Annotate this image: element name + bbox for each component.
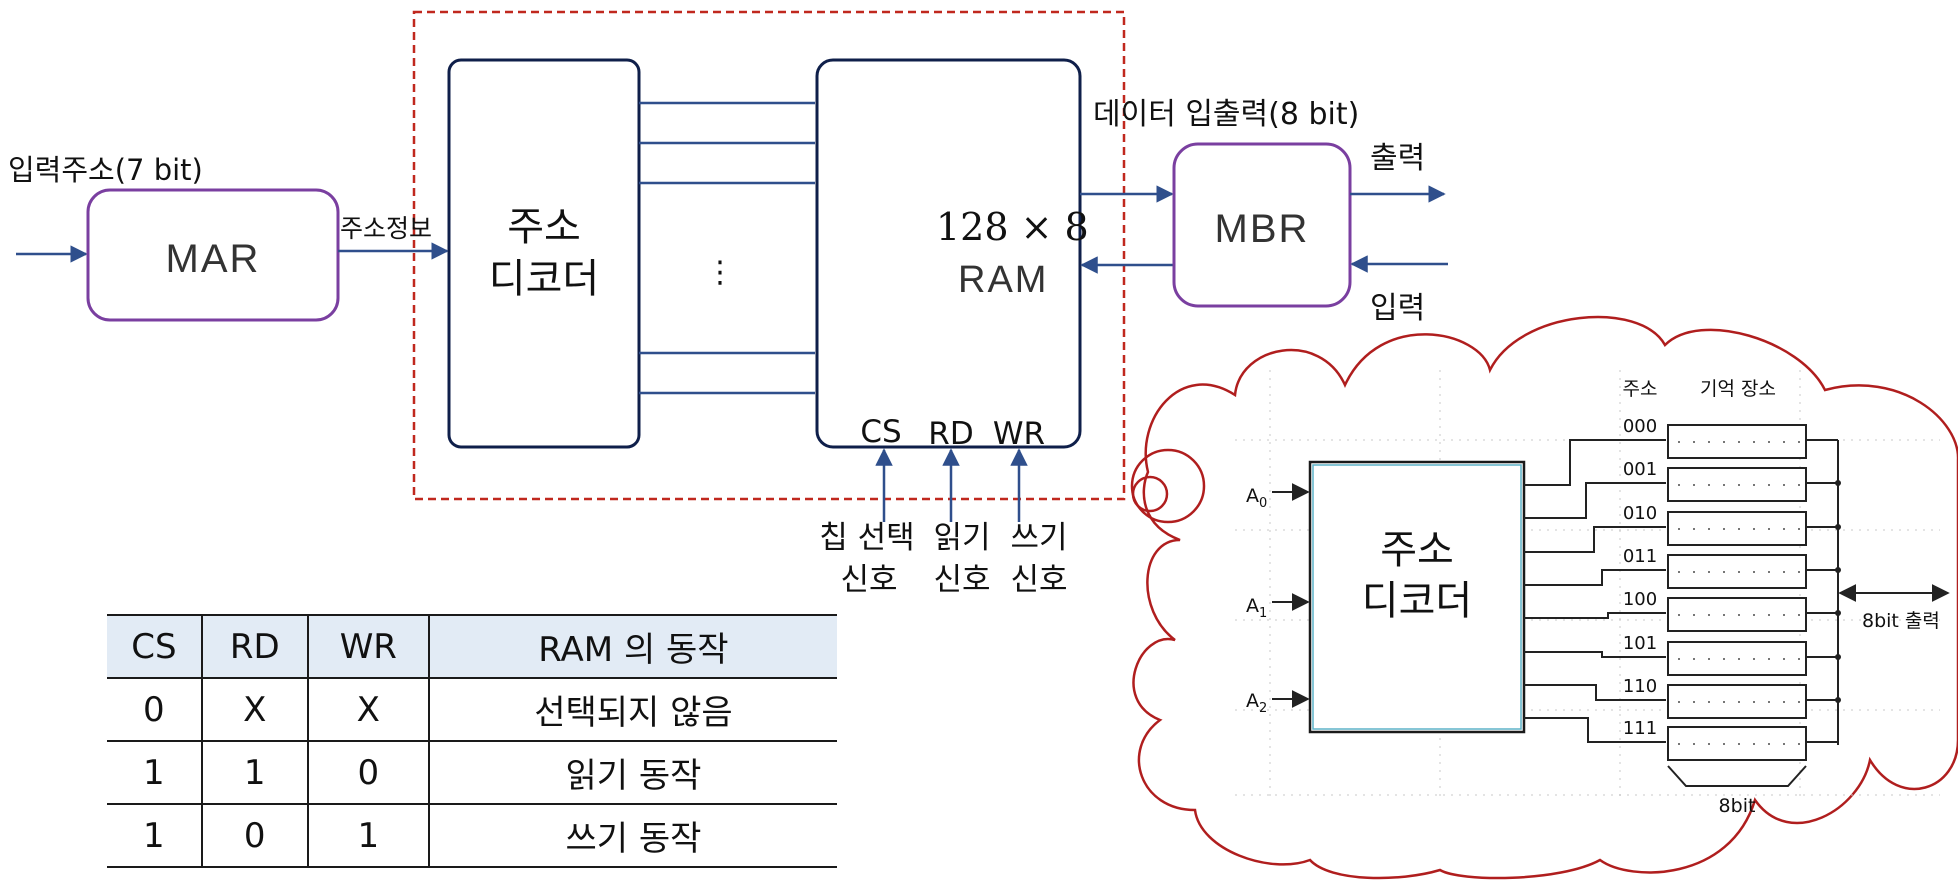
detail-width-label: 8bit — [1719, 795, 1756, 817]
address-info-label: 주소정보 — [340, 214, 432, 243]
decoder-label-line2: 디코더 — [489, 256, 599, 302]
cell-operation: 선택되지 않음 — [427, 678, 837, 741]
read-label-line1: 읽기 — [933, 520, 990, 556]
decoder-lines-ellipsis: ⋮ — [705, 255, 735, 290]
detail-address-000: 000 — [1623, 416, 1657, 437]
detail-address-100: 100 — [1623, 589, 1657, 610]
input-address-label: 입력주소(7 bit) — [8, 153, 203, 187]
cell-operation: 읽기 동작 — [427, 741, 837, 804]
table-row: 1 0 1 쓰기 동작 — [107, 804, 837, 867]
cell-rd: X — [200, 678, 308, 741]
detail-decoder-line2: 디코더 — [1362, 578, 1472, 624]
detail-output-bus — [1806, 439, 1839, 745]
mar-label: MAR — [166, 237, 261, 281]
cell-wr: 0 — [306, 741, 429, 804]
cell-cs: 1 — [143, 815, 165, 856]
ram-size-label: 128 × 8 — [936, 205, 1089, 249]
cell-wr: 1 — [306, 804, 429, 867]
write-label-line2: 신호 — [1010, 562, 1067, 598]
chip-select-label-line1: 칩 선택 — [819, 520, 914, 556]
table-row: 1 1 0 읽기 동작 — [107, 741, 837, 804]
detail-storage-header: 기억 장소 — [1700, 378, 1776, 400]
ram-truth-table: CS RD WR RAM 의 동작 0 X X 선택되지 않음 1 1 0 읽기… — [107, 614, 837, 868]
rd-pin-label: RD — [928, 416, 973, 452]
detail-address-110: 110 — [1623, 676, 1657, 697]
ram-block — [815, 58, 1082, 449]
detail-decoder-line1: 주소 — [1380, 527, 1454, 573]
detail-address-rows — [1524, 439, 1666, 743]
cell-cs: 1 — [143, 752, 165, 793]
mbr-label: MBR — [1215, 207, 1310, 251]
cloud-bubble-small — [1131, 475, 1169, 513]
data-io-label: 데이터 입출력(8 bit) — [1093, 97, 1359, 132]
mbr-register — [1172, 142, 1352, 308]
detail-address-011: 011 — [1623, 546, 1657, 567]
wr-pin-label: WR — [993, 416, 1045, 452]
address-decoder-block — [447, 58, 641, 449]
decoder-output-lines — [639, 101, 815, 395]
table-row: 0 X X 선택되지 않음 — [107, 678, 837, 741]
ram-label: RAM — [958, 259, 1048, 301]
detail-address-111: 111 — [1623, 718, 1657, 739]
detail-address-101: 101 — [1623, 633, 1657, 654]
chip-select-label-line2: 신호 — [840, 562, 897, 598]
write-label-line1: 쓰기 — [1010, 520, 1067, 556]
cloud-bubble-large — [1130, 448, 1206, 524]
header-rd: RD — [200, 615, 308, 678]
header-operation: RAM 의 동작 — [427, 615, 837, 678]
ram-module-dashed-box — [412, 10, 1126, 501]
read-label-line2: 신호 — [933, 562, 990, 598]
header-wr: WR — [306, 615, 429, 678]
detail-address-010: 010 — [1623, 503, 1657, 524]
input-label: 입력 — [1370, 291, 1425, 326]
decoder-detail-figure: 주소 기억 장소 주소 디코더 A0 A1 A2 000 001 010 011… — [1246, 378, 1950, 817]
detail-address-001: 001 — [1623, 459, 1657, 480]
mar-register — [86, 188, 340, 322]
detail-cell-dots — [1678, 441, 1800, 745]
detail-output-label: 8bit 출력 — [1862, 610, 1940, 632]
decoder-label-line1: 주소 — [507, 204, 581, 250]
cs-pin-label: CS — [860, 414, 901, 450]
cell-operation: 쓰기 동작 — [427, 804, 837, 867]
header-cs: CS — [107, 615, 202, 678]
output-label: 출력 — [1370, 141, 1425, 176]
detail-width-brace — [1667, 765, 1807, 787]
cell-cs: 0 — [143, 689, 165, 730]
cell-wr: X — [306, 678, 429, 741]
cell-rd: 1 — [200, 741, 308, 804]
cell-rd: 0 — [200, 804, 308, 867]
detail-decoder-box — [1308, 460, 1526, 734]
table-header-row: CS RD WR RAM 의 동작 — [107, 615, 837, 678]
detail-address-header: 주소 — [1623, 378, 1658, 400]
